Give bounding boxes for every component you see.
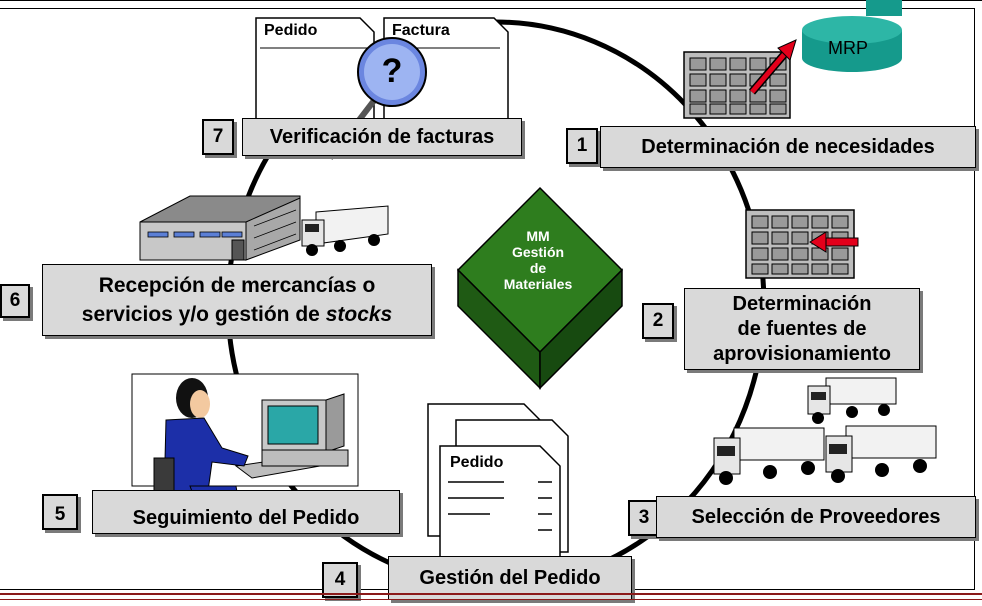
footer-rule-thin bbox=[0, 599, 982, 600]
supplier-trucks-icon bbox=[713, 377, 937, 485]
step-5-label: Seguimiento del Pedido bbox=[92, 490, 400, 534]
step-4-label: Gestión del Pedido bbox=[388, 556, 632, 600]
step-6-number: 6 bbox=[0, 284, 30, 318]
order-doc-label: Pedido bbox=[450, 454, 504, 471]
step-4-number: 4 bbox=[322, 562, 358, 598]
step-7-number: 7 bbox=[202, 119, 234, 155]
delivery-truck-icon bbox=[301, 205, 389, 256]
warehouse-icon bbox=[139, 195, 301, 261]
step-1-number: 1 bbox=[566, 128, 598, 164]
step-2-number: 2 bbox=[642, 303, 674, 339]
mm-center-label: MM Gestión de Materiales bbox=[486, 228, 590, 292]
invoice-doc-order-label: Pedido bbox=[264, 22, 318, 39]
invoice-documents-icon bbox=[255, 17, 509, 129]
step-2-label-line1: Determinación bbox=[732, 292, 872, 315]
step-6-label-line2-text: servicios y/o gestión de bbox=[81, 303, 326, 326]
mrp-database-icon bbox=[802, 0, 902, 72]
step-7-label: Verificación de facturas bbox=[242, 118, 522, 156]
invoice-doc-invoice-label: Factura bbox=[392, 22, 450, 39]
mm-diamond bbox=[456, 186, 624, 390]
center-line-mm: MM bbox=[526, 228, 550, 244]
step-2-label-line3: aprovisionamiento bbox=[713, 342, 891, 365]
operator-workstation-icon bbox=[131, 373, 359, 519]
top-border bbox=[0, 0, 982, 1]
footer-rule-thick bbox=[0, 593, 982, 595]
center-line-gestion: Gestión bbox=[511, 244, 565, 260]
center-line-materiales: Materiales bbox=[503, 276, 573, 292]
center-line-de: de bbox=[529, 260, 547, 276]
step-3-label: Selección de Proveedores bbox=[656, 496, 976, 538]
step-6-label: Recepción de mercancías o servicios y/o … bbox=[42, 264, 432, 336]
order-documents-icon bbox=[427, 403, 569, 571]
step-6-label-line2-italic: stocks bbox=[325, 303, 393, 326]
mrp-label: MRP bbox=[828, 38, 868, 58]
step-1-label: Determinación de necesidades bbox=[600, 126, 976, 168]
requirements-grid-icon bbox=[683, 39, 797, 119]
step-2-label-line2: de fuentes de bbox=[737, 317, 867, 340]
step-6-label-line2: servicios y/o gestión de stocks bbox=[82, 300, 392, 329]
step-2-label: Determinación de fuentes de aprovisionam… bbox=[684, 288, 920, 370]
step-3-number: 3 bbox=[628, 500, 660, 536]
question-mark: ? bbox=[381, 52, 403, 90]
sources-grid-icon bbox=[745, 209, 859, 279]
step-5-number: 5 bbox=[42, 494, 78, 530]
step-6-label-line1: Recepción de mercancías o bbox=[98, 274, 376, 297]
